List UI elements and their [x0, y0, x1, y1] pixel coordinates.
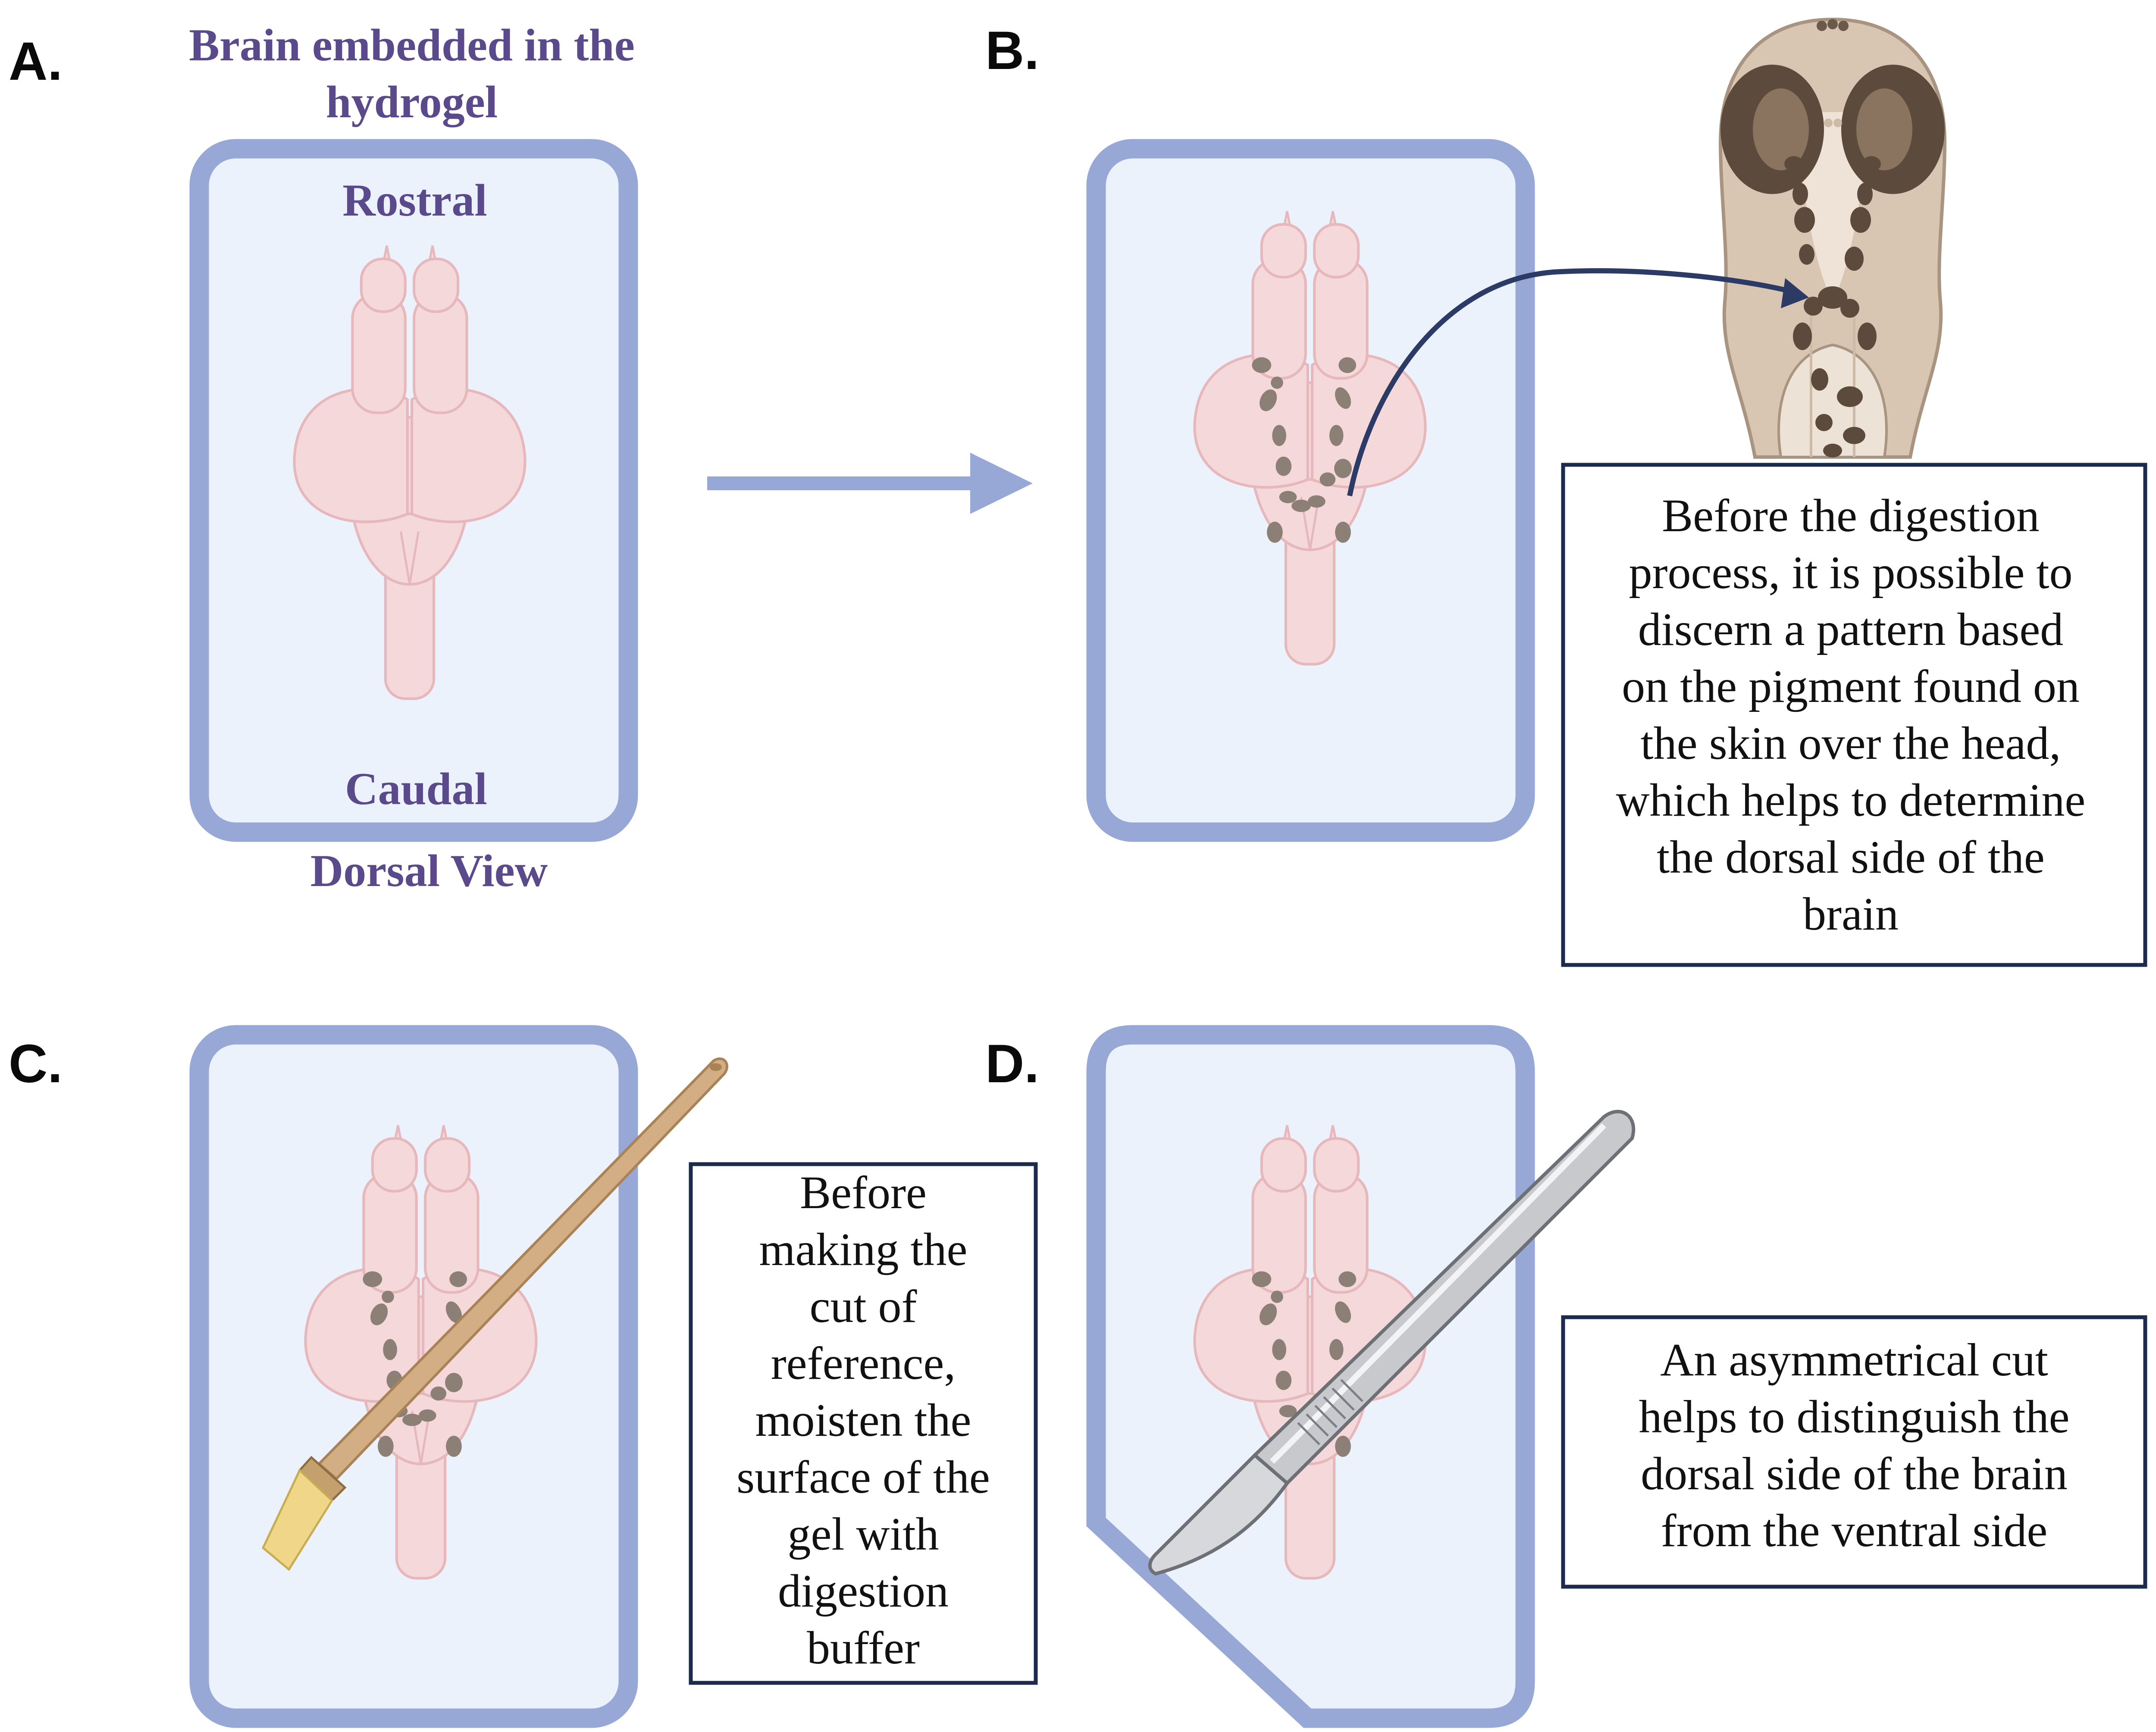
caption-c-line: reference,	[771, 1338, 956, 1389]
scalpel-icon	[1148, 1110, 1636, 1576]
caption-b-line: which helps to determine	[1616, 775, 2086, 826]
panel-a-title-line2: hydrogel	[326, 77, 498, 127]
caption-c-line: making the	[759, 1224, 968, 1275]
caption-d-line: helps to distinguish the	[1639, 1391, 2070, 1443]
caption-d-line: from the ventral side	[1661, 1505, 2048, 1557]
caption-b-line: discern a pattern based	[1638, 604, 2064, 655]
caption-c-line: digestion	[778, 1566, 949, 1617]
caption-c-line: moisten the	[755, 1395, 971, 1446]
caption-d-line: dorsal side of the brain	[1641, 1448, 2068, 1500]
panel-d-label: D.	[985, 1034, 1039, 1094]
panel-a-label: A.	[9, 31, 63, 91]
panel-c: C. Before making the cut of reference, m…	[9, 1025, 1038, 1728]
caption-c-line: gel with	[788, 1509, 939, 1560]
caption-text-b: Before the digestion process, it is poss…	[1616, 490, 2086, 940]
caption-c-line: surface of the	[736, 1452, 990, 1503]
caption-b-line: brain	[1803, 889, 1899, 940]
caption-c-line: cut of	[810, 1281, 917, 1332]
brush-icon	[261, 1057, 728, 1571]
caption-c-line: buffer	[807, 1622, 920, 1674]
caption-b-line: Before the digestion	[1662, 490, 2040, 542]
dorsal-view-label: Dorsal View	[310, 846, 548, 896]
caption-c-line: Before	[800, 1167, 927, 1218]
caption-box-c	[689, 1162, 1038, 1685]
panel-c-label: C.	[9, 1034, 63, 1094]
panel-d: D. An asymmetrical cut helps to dis	[985, 1025, 2147, 1728]
panel-a: A. Brain embedded in the hydrogel Rostra…	[9, 20, 638, 896]
caption-box-d	[1561, 1315, 2147, 1589]
caudal-label: Caudal	[345, 764, 487, 814]
fish-head-illustration	[1718, 17, 1947, 459]
arrow-a-to-b	[707, 453, 1033, 514]
caption-b-line: the skin over the head,	[1641, 718, 2061, 769]
caption-box-b	[1561, 463, 2147, 967]
panel-b-label: B.	[985, 21, 1039, 81]
caption-b-line: on the pigment found on	[1622, 661, 2080, 712]
caption-text-d: An asymmetrical cut helps to distinguish…	[1639, 1334, 2070, 1557]
caption-d-line: An asymmetrical cut	[1660, 1334, 2048, 1386]
curved-arrow-b	[1347, 268, 1809, 497]
rostral-label: Rostral	[342, 175, 487, 226]
caption-b-line: process, it is possible to	[1629, 547, 2073, 598]
panel-a-title-line1: Brain embedded in the	[189, 20, 635, 70]
caption-text-c: Before making the cut of reference, mois…	[736, 1167, 990, 1674]
panel-b: B.	[985, 17, 2147, 967]
caption-b-line: the dorsal side of the	[1657, 832, 2045, 883]
